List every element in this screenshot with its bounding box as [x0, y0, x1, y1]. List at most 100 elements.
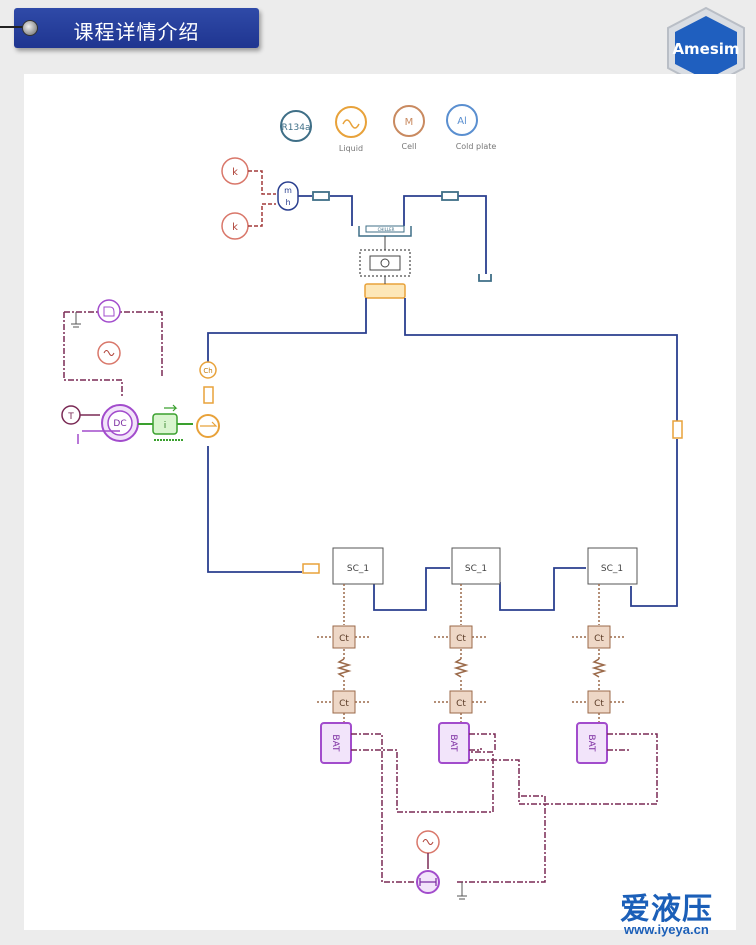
k-label-bottom: k: [232, 222, 238, 233]
ct-label-1: Ct: [339, 634, 349, 644]
battery-1-wiring: [351, 733, 494, 813]
cold-plate-2-box: [451, 547, 501, 585]
title-connector-line: [0, 26, 26, 28]
battery-3-wiring: [469, 733, 658, 805]
legend: R134a Liquid M Cell Al Cold plate: [280, 104, 497, 153]
amesim-logo: Amesim: [667, 6, 745, 90]
sc-label-2: SC_1: [465, 564, 487, 574]
refrigerant-circuit: [298, 191, 492, 282]
thermal-resistor-3-icon: [591, 658, 607, 678]
ct-label-5: Ct: [456, 699, 466, 709]
title-connector-knob: [22, 20, 38, 36]
ct-block-3[interactable]: Ct: [572, 625, 626, 649]
electrical-wiring: [351, 733, 658, 883]
legend-label-cell: Cell: [402, 142, 417, 151]
mh-label-top: m: [284, 186, 292, 195]
k-signal-lines: [248, 170, 276, 227]
dc-motor-core: [107, 410, 133, 436]
chiller-liquid-plate: [364, 283, 406, 299]
ct-label-6: Ct: [594, 699, 604, 709]
chiller-refrigerant-plate: [365, 225, 405, 233]
ct-block-1[interactable]: Ct: [317, 625, 371, 649]
coolant-line-plate2-to-plate3: [499, 567, 586, 611]
battery-2[interactable]: BAT: [438, 722, 470, 764]
coolant-line-right-top: [404, 298, 678, 421]
bat-label-1: BAT: [330, 734, 340, 752]
iyeya-logo-text: 爱液压: [620, 892, 713, 927]
legend-symbol-cell: M: [405, 117, 414, 128]
battery-3[interactable]: BAT: [576, 722, 608, 764]
battery-1[interactable]: BAT: [320, 722, 352, 764]
battery-2-wiring: [469, 733, 496, 752]
step-signal-icon: [103, 306, 115, 317]
chiller[interactable]: CHILLER: [358, 225, 412, 299]
pump-arrow-icon: [200, 421, 218, 427]
legend-label-coldplate: Cold plate: [456, 142, 497, 151]
thermal-resistor-1-icon: [336, 658, 352, 678]
legend-label-liquid: Liquid: [339, 144, 363, 153]
refrigerant-inlet-pipe: [312, 191, 330, 201]
ct-label-4: Ct: [339, 699, 349, 709]
ct-block-2[interactable]: Ct: [434, 625, 488, 649]
pump-drive: T DC i: [61, 299, 220, 444]
ch-sensor[interactable]: [199, 361, 217, 379]
thermal-resistors: [336, 658, 607, 678]
dc-motor-terminals: [77, 430, 120, 444]
amesim-model-diagram: R134a Liquid M Cell Al Cold plate k k m …: [24, 74, 736, 930]
coolant-pipe-pump: [203, 386, 214, 404]
chiller-label: CHILLER: [378, 227, 395, 232]
sc-label-3: SC_1: [601, 564, 623, 574]
bat-label-2: BAT: [448, 734, 458, 752]
legend-liquid-icon: [335, 106, 367, 138]
ch-label: Ch: [203, 367, 212, 375]
battery-1-box: [320, 722, 352, 764]
wave-icon: [342, 119, 360, 129]
ct-to-battery-links: [343, 713, 600, 723]
sc-label-1: SC_1: [347, 564, 369, 574]
coolant-line-right-bottom: [630, 439, 678, 607]
refrigerant-outlet-pipe: [441, 191, 459, 201]
load-wiring: [381, 752, 546, 883]
ct-label-3: Ct: [594, 634, 604, 644]
pump-control-signal: [63, 311, 163, 398]
legend-symbol-al: Al: [457, 116, 467, 127]
cold-plate-2[interactable]: SC_1: [451, 547, 501, 585]
bat-label-3: BAT: [586, 734, 596, 752]
refrigerant-inlet-line: [298, 195, 353, 226]
current-source-icon: [419, 878, 437, 886]
battery-2-box: [438, 722, 470, 764]
cold-plate-1[interactable]: SC_1: [332, 547, 384, 585]
chiller-core: [369, 255, 401, 271]
ct-block-4[interactable]: Ct: [317, 690, 371, 714]
ct-block-6[interactable]: Ct: [572, 690, 626, 714]
coolant-line-plate1-to-plate2: [373, 567, 450, 611]
ct-block-5[interactable]: Ct: [434, 690, 488, 714]
wave-icon-load: [422, 839, 434, 845]
temperature-label: T: [67, 412, 74, 422]
title-banner: 课程详情介绍: [14, 8, 259, 48]
dc-motor-label: DC: [113, 419, 126, 429]
legend-coldplate-icon: [446, 104, 478, 136]
chiller-core-icon: [380, 258, 390, 268]
thermal-resistor-2-icon: [453, 658, 469, 678]
rotation-arrow-icon: [164, 404, 178, 412]
cold-plate-3[interactable]: SC_1: [587, 547, 638, 585]
wave-icon-pump: [103, 350, 115, 356]
cold-plate-1-box: [332, 547, 384, 585]
page-title: 课程详情介绍: [73, 20, 200, 44]
iyeya-logo-url: www.iyeya.cn: [624, 922, 709, 937]
legend-symbol-r134a: R134a: [282, 123, 311, 133]
coolant-pipe-right: [672, 420, 683, 439]
legend-r134a-icon: [280, 110, 312, 142]
legend-cell-icon: [393, 105, 425, 137]
ct-label-2: Ct: [456, 634, 466, 644]
voltage-source-icon[interactable]: [97, 299, 121, 323]
coolant-loop: [207, 298, 678, 611]
mh-label-bottom: h: [285, 198, 290, 207]
refrigerant-source-group: k k m h: [221, 157, 299, 240]
coolant-pipe-left: [302, 563, 320, 574]
coolant-line-left-bottom: [207, 446, 302, 573]
refrigerant-sink-icon: [478, 274, 492, 282]
inertia-label: i: [164, 421, 167, 431]
ground-icon-pump: [71, 312, 81, 328]
